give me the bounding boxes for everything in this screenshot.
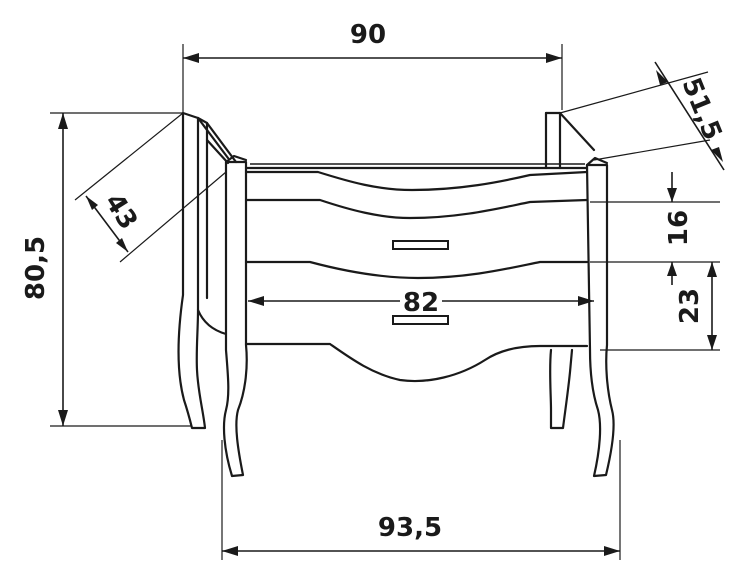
dimension-inner-width [248, 296, 594, 306]
dimension-label-lower-drawer: 23 [675, 288, 705, 324]
dimension-lower-drawer [600, 262, 720, 351]
front-left-leg [222, 154, 248, 478]
left-side-panel-edge [205, 138, 230, 165]
dimension-label-top-width: 90 [350, 20, 386, 50]
dimension-label-upper-drawer: 16 [664, 210, 694, 246]
dimension-top-width [182, 44, 563, 113]
dimension-label-top-depth: 51,5 [675, 74, 727, 145]
dimension-bottom-width [221, 440, 621, 560]
dimension-label-bottom-width: 93,5 [378, 513, 442, 543]
dimension-label-inner-width: 82 [403, 288, 439, 318]
upper-drawer-handle [392, 240, 449, 250]
dresser-outline [177, 111, 615, 478]
dimension-side-depth [74, 112, 227, 263]
dimension-label-total-height: 80,5 [21, 236, 51, 300]
lower-drawer-handle [392, 315, 449, 325]
dimension-label-side-depth: 43 [98, 188, 143, 235]
dimension-top-depth [559, 61, 725, 171]
front-right-leg [585, 156, 615, 478]
dimension-upper-drawer [590, 172, 720, 285]
upper-drawer-top [244, 198, 589, 220]
upper-drawer-bottom [244, 260, 589, 280]
lower-drawer-bottom [244, 342, 589, 383]
dimension-total-height [50, 112, 192, 427]
top-front-curve [244, 170, 589, 192]
back-left-leg [177, 111, 228, 430]
left-side-top-rail [196, 116, 238, 164]
back-right-leg [544, 111, 596, 430]
